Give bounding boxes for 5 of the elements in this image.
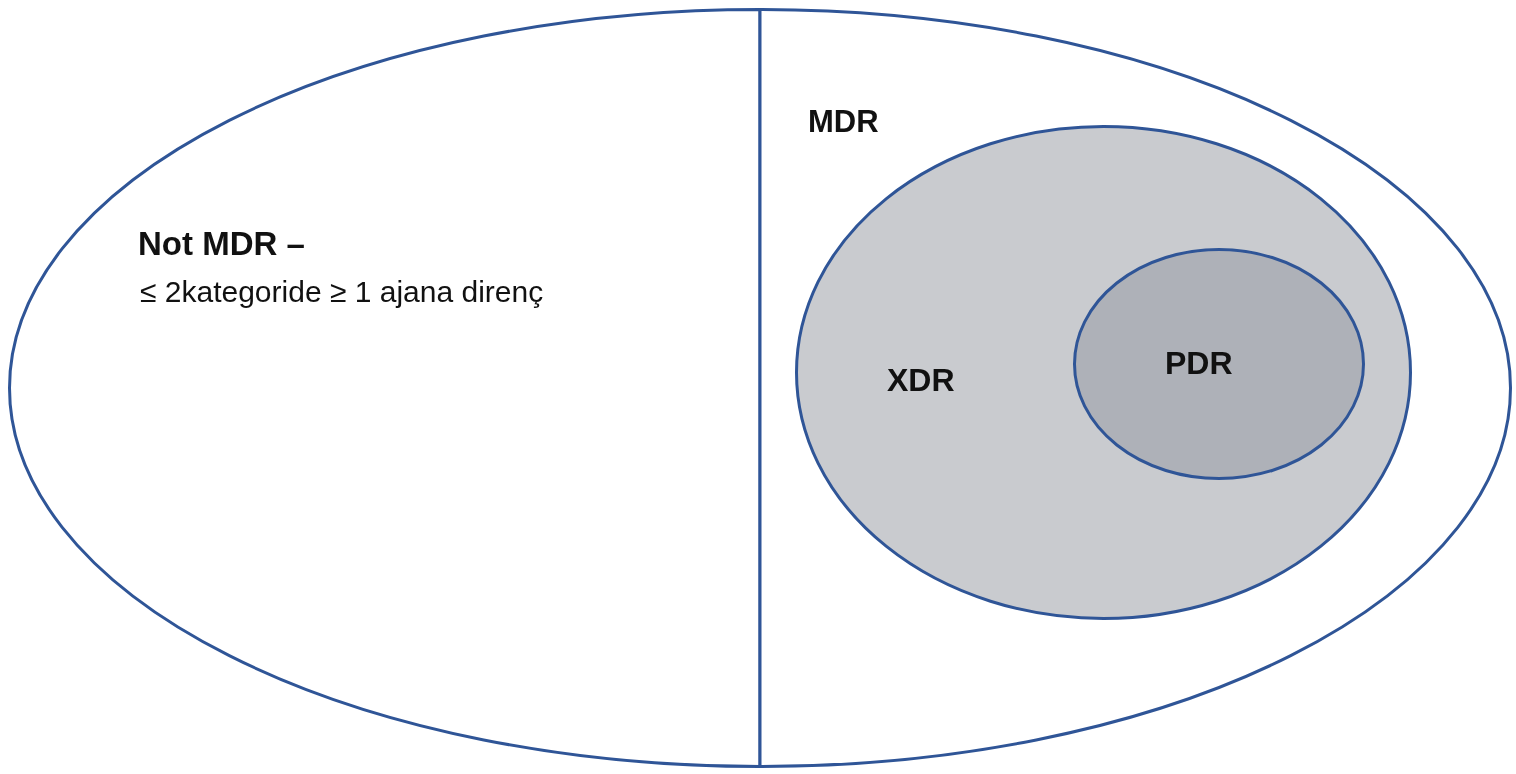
region-heading: MDR (808, 103, 879, 141)
set-label: PDR (1165, 344, 1233, 383)
region-description: ≤ 2kategoride ≥ 1 ajana direnç (140, 274, 544, 310)
region-heading: Not MDR – (138, 224, 305, 264)
set-label: XDR (887, 361, 955, 400)
